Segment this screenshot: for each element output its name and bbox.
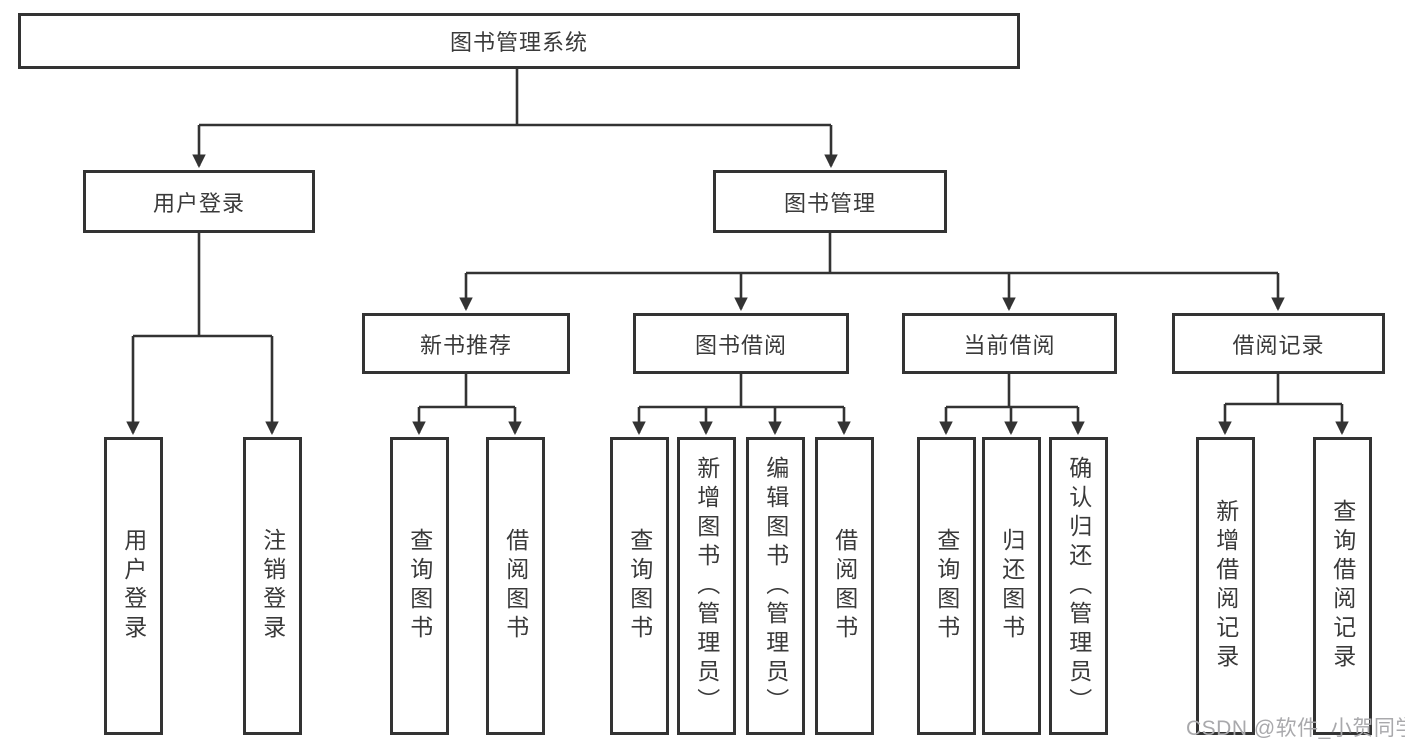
- node-leaf-query-books-1: 查询图书: [390, 437, 449, 735]
- node-leaf-borrow-books-2: 借阅图书: [815, 437, 874, 735]
- node-label: 新增图书（管理员）: [693, 455, 720, 717]
- node-label: 借阅记录: [1232, 332, 1325, 358]
- node-leaf-confirm-return-admin: 确认归还（管理员）: [1049, 437, 1108, 735]
- node-label: 注销登录: [259, 528, 286, 644]
- node-label: 借阅图书: [831, 528, 858, 644]
- node-label: 确认归还（管理员）: [1065, 455, 1092, 717]
- node-leaf-user-login: 用户登录: [104, 437, 163, 735]
- node-label: 编辑图书（管理员）: [762, 455, 789, 717]
- node-label: 归还图书: [998, 528, 1025, 644]
- csdn-watermark: CSDN @软件_小贺同学: [1186, 717, 1405, 740]
- node-leaf-query-books-2: 查询图书: [610, 437, 669, 735]
- node-label: 查询图书: [406, 528, 433, 644]
- node-current-borrow: 当前借阅: [902, 313, 1117, 374]
- node-leaf-edit-books-admin: 编辑图书（管理员）: [746, 437, 805, 735]
- node-leaf-borrow-books-1: 借阅图书: [486, 437, 545, 735]
- node-label: 图书管理: [783, 190, 876, 216]
- node-user-login: 用户登录: [83, 170, 315, 233]
- node-label: 查询图书: [626, 528, 653, 644]
- node-new-book-recommend: 新书推荐: [362, 313, 570, 374]
- node-leaf-add-borrow-record: 新增借阅记录: [1196, 437, 1255, 735]
- node-book-management: 图书管理: [713, 170, 947, 233]
- node-label: 查询借阅记录: [1329, 499, 1356, 673]
- node-borrow-records: 借阅记录: [1172, 313, 1385, 374]
- node-label: 查询图书: [933, 528, 960, 644]
- node-label: 借阅图书: [502, 528, 529, 644]
- node-label: 图书管理系统: [449, 30, 588, 55]
- node-leaf-query-books-3: 查询图书: [917, 437, 976, 735]
- node-leaf-add-books-admin: 新增图书（管理员）: [677, 437, 736, 735]
- node-label: 新书推荐: [419, 332, 512, 358]
- node-leaf-return-books: 归还图书: [982, 437, 1041, 735]
- node-leaf-logout: 注销登录: [243, 437, 302, 735]
- node-label: 新增借阅记录: [1212, 499, 1239, 673]
- node-library-management-system: 图书管理系统: [18, 13, 1020, 69]
- node-label: 用户登录: [152, 190, 245, 216]
- node-label: 图书借阅: [694, 332, 787, 358]
- node-label: 用户登录: [120, 528, 147, 644]
- node-leaf-query-borrow-record: 查询借阅记录: [1313, 437, 1372, 735]
- node-label: 当前借阅: [963, 332, 1056, 358]
- node-book-borrow: 图书借阅: [633, 313, 849, 374]
